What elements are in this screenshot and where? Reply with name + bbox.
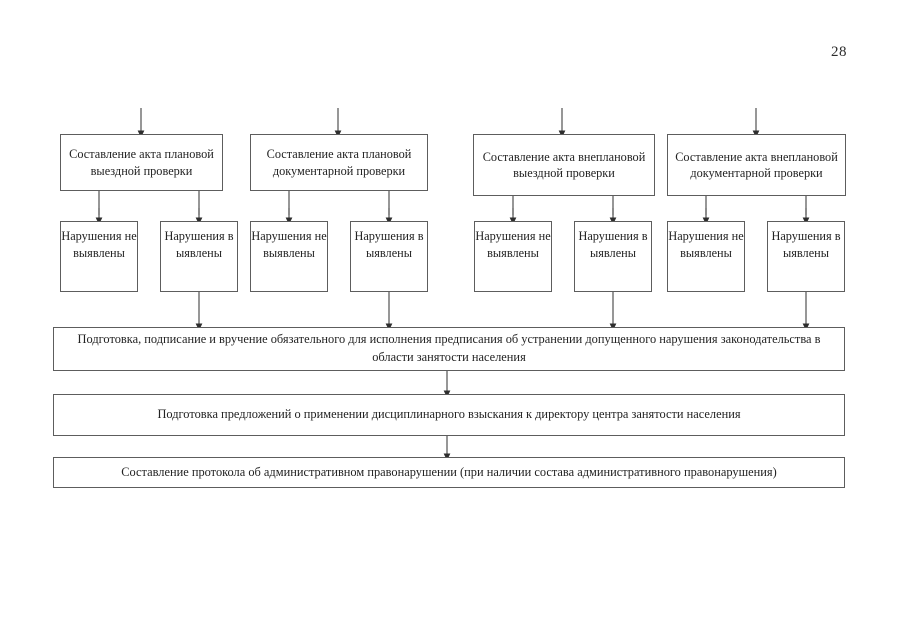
node-act-planned-documentary[interactable]: Составление акта плановой документарной … [250,134,428,191]
bar-label: Подготовка, подписание и вручение обязат… [77,332,821,364]
node-label: Составление акта внеплановой документарн… [675,149,838,180]
node-violations-not-found-2[interactable]: Нарушения не выявлены [250,221,328,292]
node-violations-not-found-3[interactable]: Нарушения не выявлены [474,221,552,292]
node-label: Нарушения выявлены [771,229,841,261]
node-violations-found-4[interactable]: Нарушения выявлены [767,221,845,292]
page-number: 28 [831,44,847,60]
node-label: Нарушения выявлены [354,229,424,261]
node-violations-found-1[interactable]: Нарушения выявлены [160,221,238,292]
node-label: Составление акта плановой документарной … [266,147,412,178]
node-label: Нарушения выявлены [578,229,648,261]
node-label: Нарушения не выявлены [61,229,137,261]
node-label: Составление акта внеплановой выездной пр… [482,149,646,180]
bar-prescription[interactable]: Подготовка, подписание и вручение обязат… [53,327,845,371]
node-violations-found-2[interactable]: Нарушения выявлены [350,221,428,292]
node-violations-found-3[interactable]: Нарушения выявлены [574,221,652,292]
node-label: Нарушения выявлены [164,229,234,261]
bar-disciplinary[interactable]: Подготовка предложений о применении дисц… [53,394,845,436]
node-act-unplanned-documentary[interactable]: Составление акта внеплановой документарн… [667,134,846,196]
node-violations-not-found-1[interactable]: Нарушения не выявлены [60,221,138,292]
bar-label: Подготовка предложений о применении дисц… [157,407,741,421]
node-label: Нарушения не выявлены [475,229,551,261]
node-label: Составление акта плановой выездной прове… [69,147,214,178]
bar-label: Составление протокола об административно… [121,464,777,479]
node-act-planned-onsite[interactable]: Составление акта плановой выездной прове… [60,134,223,191]
node-act-unplanned-onsite[interactable]: Составление акта внеплановой выездной пр… [473,134,655,196]
node-label: Нарушения не выявлены [668,229,744,261]
node-violations-not-found-4[interactable]: Нарушения не выявлены [667,221,745,292]
bar-protocol[interactable]: Составление протокола об административно… [53,457,845,488]
node-label: Нарушения не выявлены [251,229,327,261]
